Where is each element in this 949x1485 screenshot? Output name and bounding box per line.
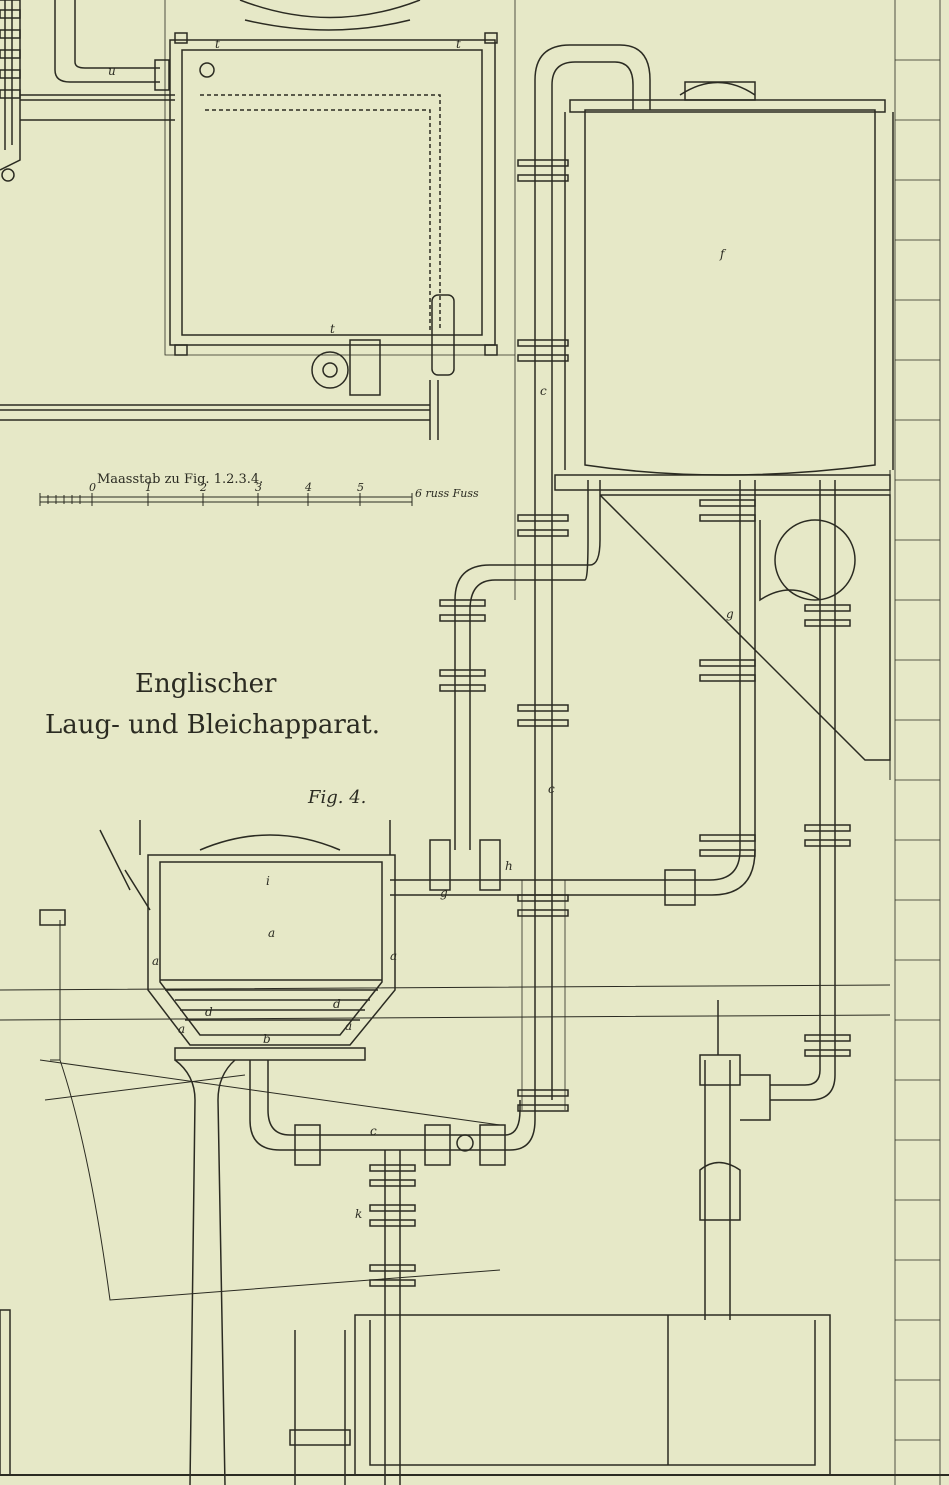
title-line-1: Englischer: [135, 669, 277, 699]
scale-tick-4: 4: [304, 481, 312, 494]
scale-end-label: 6 russ Fuss: [415, 487, 479, 500]
left-fragment: [0, 1309, 11, 1476]
label-a-1: a: [268, 926, 275, 940]
label-g-1: g: [726, 607, 734, 621]
label-b: b: [263, 1032, 271, 1046]
upper-frame: [0, 0, 516, 600]
scale-tick-3: 3: [255, 481, 262, 494]
label-c-2: c: [548, 782, 555, 796]
scale-bar: Maasstab zu Fig. 1.2.3.4. 0 1 2 3 4 5 6 …: [39, 472, 479, 506]
part-labels: u t t t f c c c g g h i a a a a a d d b …: [108, 37, 734, 1221]
label-f: f: [719, 247, 727, 261]
basin: [0, 1314, 949, 1476]
label-d-1: d: [205, 1005, 213, 1019]
label-u: u: [108, 64, 116, 78]
label-a-3: a: [390, 949, 397, 963]
label-c-1: c: [540, 384, 547, 398]
figure-label: Fig. 4.: [307, 787, 366, 808]
vessel-stand: [39, 909, 501, 1485]
label-d-2: d: [333, 997, 341, 1011]
bleaching-vessel: [0, 820, 891, 1061]
lower-pipe-c: [249, 1060, 536, 1485]
boiler-fragment: [0, 0, 175, 182]
scale-tick-5: 5: [357, 481, 364, 494]
label-t-2: t: [456, 37, 461, 51]
title-line-2: Laug- und Bleichapparat.: [45, 710, 380, 740]
label-a-4: a: [178, 1022, 185, 1036]
pipe-flanges: [429, 159, 851, 1112]
label-a-5: a: [345, 1019, 352, 1033]
label-t-3: t: [330, 322, 335, 336]
scale-tick-2: 2: [199, 481, 207, 494]
label-t-1: t: [215, 37, 220, 51]
support-bracket: [599, 494, 891, 761]
scale-title: Maasstab zu Fig. 1.2.3.4.: [97, 472, 263, 487]
brick-wall: [894, 0, 941, 1485]
scale-tick-1: 1: [145, 481, 152, 494]
label-i: i: [266, 874, 270, 888]
label-g-2: g: [440, 886, 448, 900]
scale-tick-0: 0: [89, 481, 96, 494]
pump: [699, 1000, 771, 1320]
label-c-3: c: [370, 1124, 377, 1138]
label-h: h: [505, 859, 513, 873]
label-k: k: [355, 1207, 362, 1221]
pipe-c: [521, 44, 651, 1110]
label-a-2: a: [152, 954, 159, 968]
pipe-g: [390, 480, 836, 1101]
